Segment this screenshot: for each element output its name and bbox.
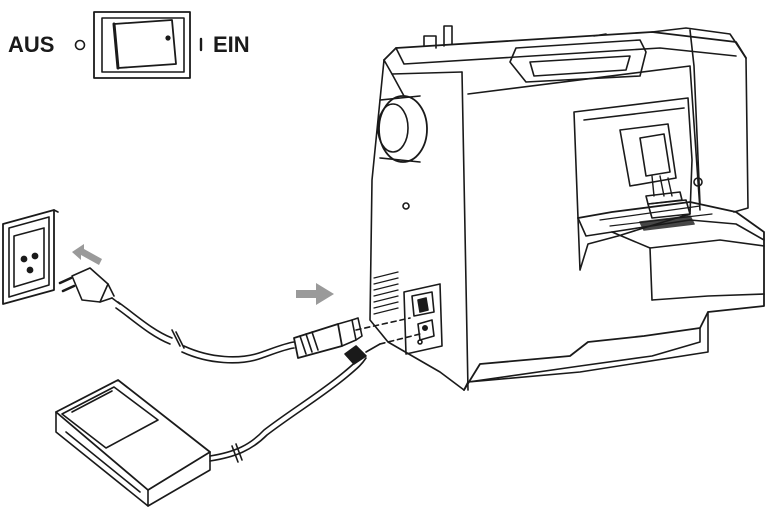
power-cord-connector xyxy=(293,317,363,359)
switch-on-label: EIN xyxy=(213,32,250,57)
insertion-guide xyxy=(379,333,421,345)
insertion-guide xyxy=(355,317,411,331)
handwheel xyxy=(378,95,428,163)
power-switch-icon xyxy=(74,11,203,79)
wall-socket-icon xyxy=(2,209,59,305)
switch-frame xyxy=(93,11,191,79)
pedal-cable xyxy=(209,343,381,463)
switch-rocker xyxy=(113,19,177,69)
plug-direction-arrow-icon xyxy=(72,244,102,265)
arm-opening xyxy=(573,97,693,271)
switch-off-label: AUS xyxy=(8,32,55,57)
vent-grill xyxy=(373,271,399,315)
switch-indicator-dot xyxy=(165,35,171,41)
machine-socket-panel xyxy=(403,283,443,355)
power-plug-icon xyxy=(58,267,121,305)
insertion-arrow-icon xyxy=(296,283,334,305)
foot-pedal-icon xyxy=(55,379,211,507)
power-cable xyxy=(115,301,295,364)
sewing-machine-icon xyxy=(369,25,765,391)
switch-off-symbol xyxy=(74,39,86,51)
switch-frame-inner xyxy=(101,17,185,73)
